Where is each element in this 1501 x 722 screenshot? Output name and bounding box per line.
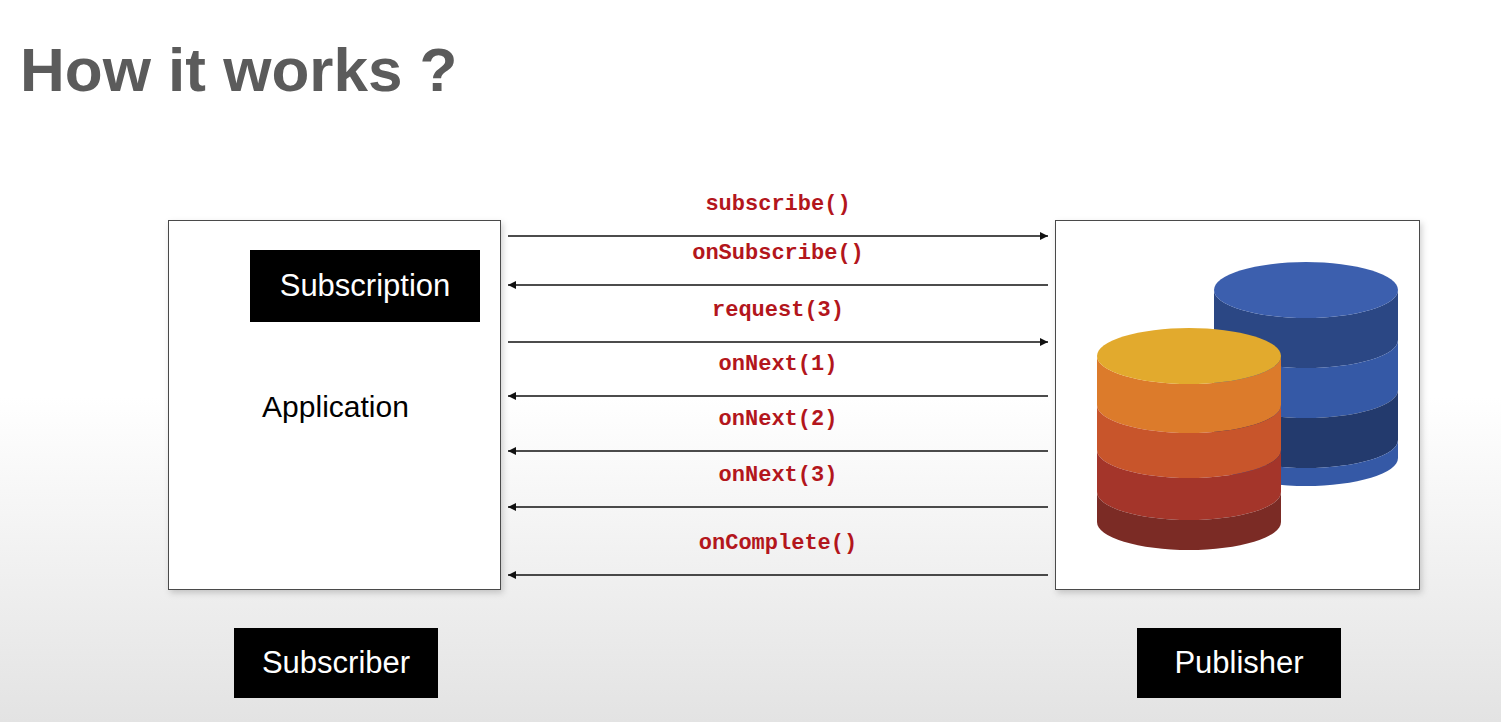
role-label: Subscriber: [234, 628, 438, 698]
subscriber-box: ApplicationSubscriberSubscription: [168, 220, 501, 590]
message-label: onComplete(): [699, 531, 857, 557]
message-label: onSubscribe(): [692, 241, 864, 267]
cylinder-top: [1214, 262, 1398, 318]
message-arrow: [508, 506, 1048, 508]
message-arrow: [508, 395, 1048, 397]
message-label: subscribe(): [705, 192, 850, 218]
message-arrow: [508, 235, 1048, 237]
subscription-label: Subscription: [280, 268, 451, 304]
message-arrow: [508, 574, 1048, 576]
message-label: request(3): [712, 298, 844, 324]
box-fill: [168, 220, 501, 590]
message-arrow: [508, 450, 1048, 452]
cylinder-top: [1097, 328, 1281, 384]
publisher-box: Publisher: [1055, 220, 1420, 590]
message-arrow: [508, 284, 1048, 286]
database-icon: [1097, 262, 1398, 550]
message-arrow: [508, 341, 1048, 343]
cylinder-band: [1097, 405, 1281, 478]
cylinder-band: [1097, 450, 1281, 520]
cylinder-band: [1097, 492, 1281, 550]
message-label: onNext(1): [719, 352, 838, 378]
role-label: Publisher: [1137, 628, 1341, 698]
title: How it works ?: [20, 34, 1501, 105]
box-fill: [1055, 220, 1420, 590]
subscription-box: Subscription: [250, 250, 480, 322]
application-label: Application: [169, 389, 502, 425]
message-label: onNext(2): [719, 407, 838, 433]
message-label: onNext(3): [719, 463, 838, 489]
